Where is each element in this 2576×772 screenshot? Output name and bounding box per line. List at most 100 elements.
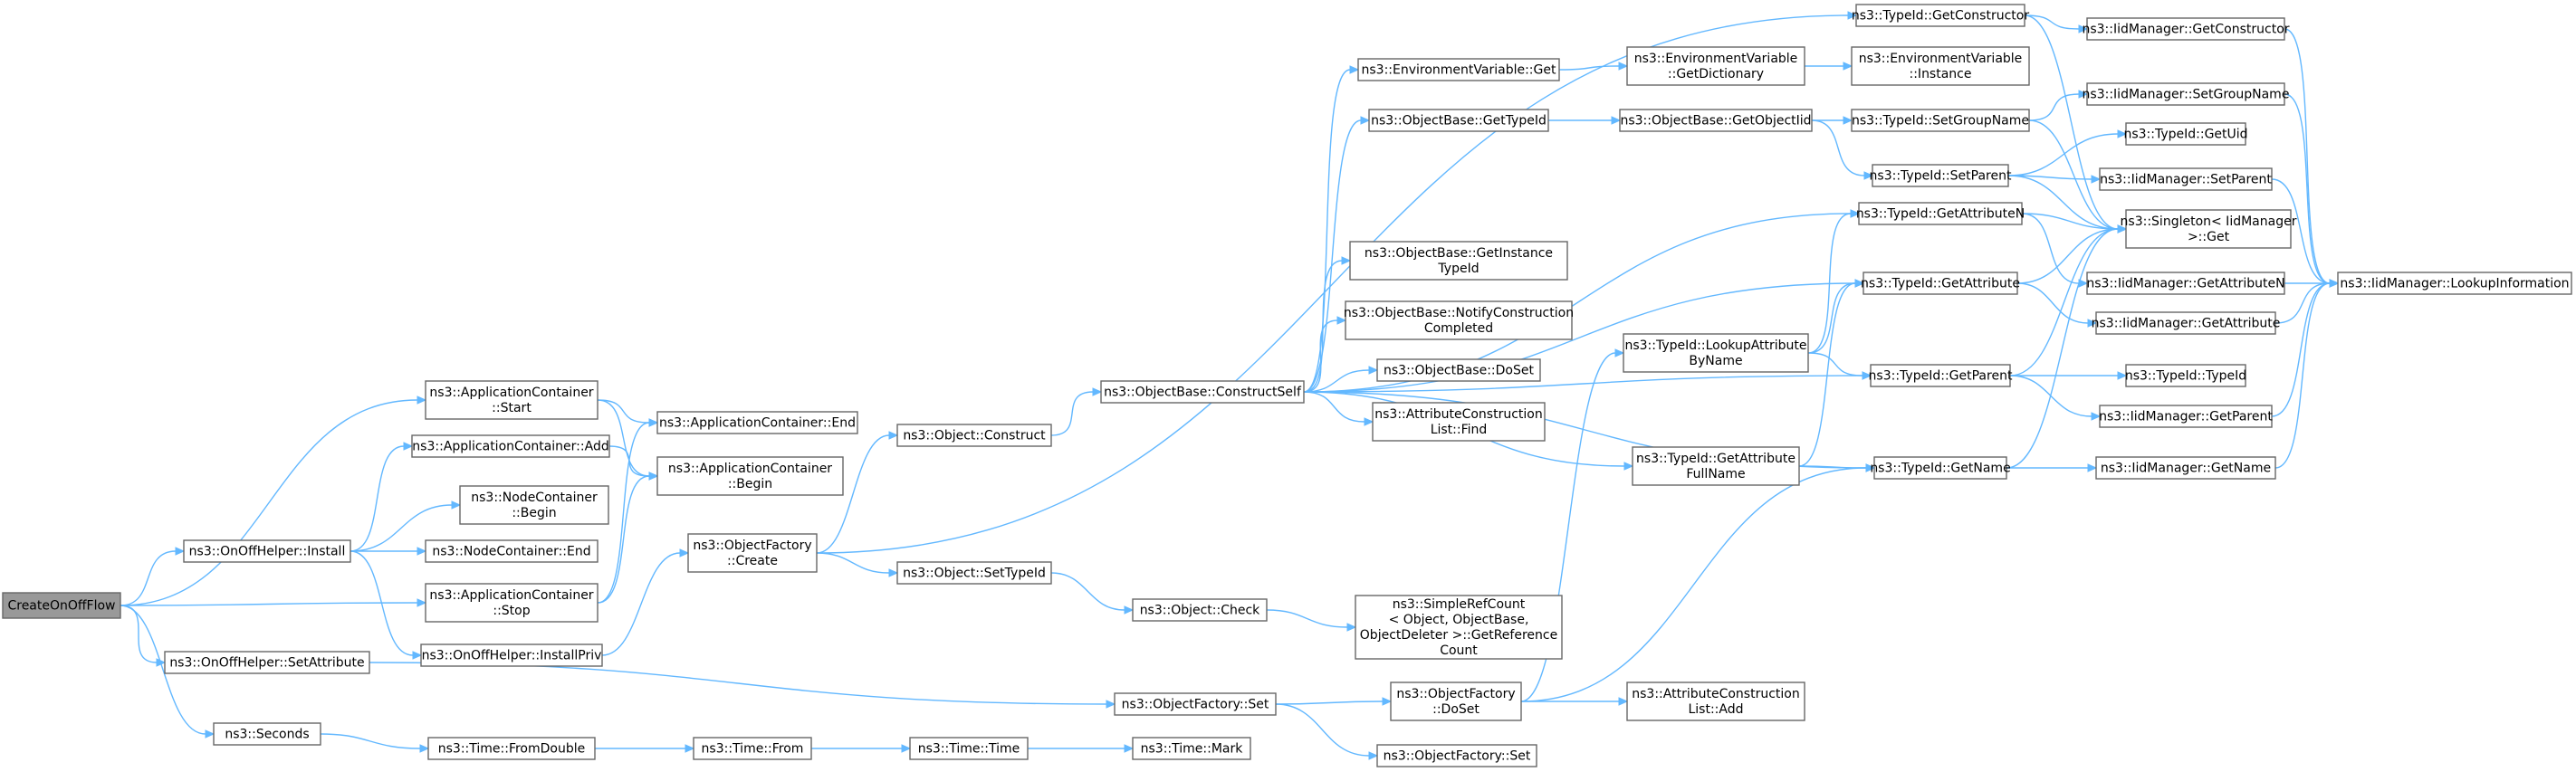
- node-box: [1390, 681, 1522, 721]
- node-ns3-object-settypeid[interactable]: ns3::Object::SetTypeId: [896, 561, 1052, 585]
- node-ns3-environmentvariable-getdictionary[interactable]: ns3::EnvironmentVariable::GetDictionary: [1626, 46, 1805, 86]
- edge-n39-to-n47: [2007, 175, 2092, 180]
- node-ns3-typeid-getparent[interactable]: ns3::TypeId::GetParent: [1869, 364, 2013, 387]
- node-ns3-typeid-typeid[interactable]: ns3::TypeId::TypeId: [2125, 364, 2246, 387]
- node-ns3-objectbase-gettypeid[interactable]: ns3::ObjectBase::GetTypeId: [1368, 109, 1549, 132]
- node-ns3-applicationcontainer-stop[interactable]: ns3::ApplicationContainer::Stop: [425, 583, 599, 623]
- node-label: ns3::Seconds: [225, 728, 309, 742]
- arrowhead: [888, 568, 899, 577]
- arrowhead: [205, 729, 215, 739]
- node-ns3-onoffhelper-installpriv[interactable]: ns3::OnOffHelper::InstallPriv: [420, 643, 603, 667]
- node-ns3-nodecontainer-begin[interactable]: ns3::NodeContainer::Begin: [459, 485, 609, 525]
- node-label: ns3::TypeId::GetAttribute: [1861, 277, 2020, 291]
- node-ns3-objectbase-constructself[interactable]: ns3::ObjectBase::ConstructSelf: [1100, 380, 1305, 404]
- node-box: [1357, 58, 1560, 81]
- edge-n37-to-n44: [2024, 14, 2080, 30]
- node-ns3-applicationcontainer-add[interactable]: ns3::ApplicationContainer::Add: [411, 434, 610, 458]
- node-ns3-typeid-getname[interactable]: ns3::TypeId::GetName: [1870, 456, 2011, 480]
- node-box: [2086, 17, 2285, 41]
- node-ns3-nodecontainer-end[interactable]: ns3::NodeContainer::End: [425, 539, 599, 563]
- node-ns3-object-check[interactable]: ns3::Object::Check: [1132, 598, 1268, 622]
- node-label: ns3::IidManager::LookupInformation: [2340, 277, 2569, 291]
- node-ns3-objectbase-doset[interactable]: ns3::ObjectBase::DoSet: [1376, 358, 1541, 382]
- arrowhead: [1382, 697, 1393, 706]
- node-label: ns3::IidManager::GetAttributeN: [2086, 277, 2284, 291]
- node-ns3-object-construct[interactable]: ns3::Object::Construct: [896, 424, 1052, 447]
- node-box: [693, 737, 812, 760]
- edge-n36-to-n43: [1798, 465, 1867, 469]
- node-createonoffflow[interactable]: CreateOnOffFlow: [2, 592, 121, 619]
- node-box: [896, 561, 1052, 585]
- node-label: ns3::ObjectBase::NotifyConstruction: [1344, 306, 1574, 320]
- node-ns3-time-from[interactable]: ns3::Time::From: [693, 737, 812, 760]
- node-ns3-iidmanager-getattributen[interactable]: ns3::IidManager::GetAttributeN: [2086, 272, 2285, 295]
- node-ns3-applicationcontainer-end[interactable]: ns3::ApplicationContainer::End: [656, 411, 858, 434]
- node-ns3-objectbase-notifyconstruction-completed[interactable]: ns3::ObjectBase::NotifyConstructionCompl…: [1344, 300, 1574, 340]
- node-label: ::Begin: [512, 506, 556, 520]
- edge-n53-to-n54: [2274, 282, 2331, 469]
- node-ns3-iidmanager-getconstructor[interactable]: ns3::IidManager::GetConstructor: [2082, 17, 2290, 41]
- node-ns3-typeid-setparent[interactable]: ns3::TypeId::SetParent: [1870, 164, 2012, 187]
- node-ns3-time-mark[interactable]: ns3::Time::Mark: [1132, 737, 1251, 760]
- node-label: ns3::Time::From: [702, 742, 804, 757]
- edge-n3-to-n2: [350, 445, 405, 552]
- arrowhead: [417, 598, 427, 607]
- node-label: ns3::TypeId::GetUid: [2123, 128, 2247, 142]
- node-ns3-onoffhelper-install[interactable]: ns3::OnOffHelper::Install: [183, 539, 351, 563]
- node-ns3-applicationcontainer-begin[interactable]: ns3::ApplicationContainer::Begin: [656, 456, 844, 496]
- node-ns3-time-fromdouble[interactable]: ns3::Time::FromDouble: [427, 737, 596, 760]
- node-ns3-objectfactory-doset[interactable]: ns3::ObjectFactory::DoSet: [1390, 681, 1522, 721]
- edge-n14-to-n16: [1050, 572, 1125, 611]
- node-ns3-simplerefcount-object-objectbase-objectdeleter-getreference-count[interactable]: ns3::SimpleRefCount< Object, ObjectBase,…: [1355, 595, 1563, 660]
- node-ns3-singleton-iidmanager-get[interactable]: ns3::Singleton< IidManager >::Get: [2121, 209, 2297, 249]
- edge-n3-to-n11: [350, 550, 414, 656]
- node-ns3-iidmanager-getparent[interactable]: ns3::IidManager::GetParent: [2099, 405, 2273, 428]
- node-box: [1368, 109, 1549, 132]
- node-ns3-iidmanager-setparent[interactable]: ns3::IidManager::SetParent: [2099, 167, 2273, 191]
- node-label: ns3::EnvironmentVariable::Get: [1362, 63, 1556, 78]
- node-ns3-seconds[interactable]: ns3::Seconds: [213, 722, 321, 746]
- node-label: ns3::TypeId::GetName: [1870, 462, 2010, 476]
- node-ns3-applicationcontainer-start[interactable]: ns3::ApplicationContainer::Start: [425, 380, 599, 420]
- node-ns3-iidmanager-getattribute[interactable]: ns3::IidManager::GetAttribute: [2092, 311, 2281, 335]
- node-ns3-objectfactory-set[interactable]: ns3::ObjectFactory::Set: [1376, 744, 1537, 767]
- node-box: [1626, 681, 1805, 721]
- node-box: [1626, 46, 1805, 86]
- arrowhead: [1618, 62, 1629, 71]
- arrowhead: [1847, 11, 1858, 20]
- node-box: [2086, 272, 2285, 295]
- node-ns3-objectbase-getobjectiid[interactable]: ns3::ObjectBase::GetObjectIid: [1619, 109, 1813, 132]
- node-ns3-environmentvariable-instance[interactable]: ns3::EnvironmentVariable::Instance: [1851, 46, 2030, 86]
- node-label: ns3::SimpleRefCount: [1393, 597, 1526, 612]
- node-ns3-environmentvariable-get[interactable]: ns3::EnvironmentVariable::Get: [1357, 58, 1560, 81]
- node-ns3-iidmanager-getname[interactable]: ns3::IidManager::GetName: [2095, 456, 2276, 480]
- node-ns3-onoffhelper-setattribute[interactable]: ns3::OnOffHelper::SetAttribute: [164, 651, 370, 674]
- node-ns3-typeid-getattributen[interactable]: ns3::TypeId::GetAttributeN: [1856, 202, 2025, 225]
- arrowhead: [1364, 417, 1374, 426]
- node-ns3-typeid-getconstructor[interactable]: ns3::TypeId::GetConstructor: [1852, 4, 2029, 27]
- node-ns3-typeid-getattribute[interactable]: ns3::TypeId::GetAttribute: [1861, 272, 2020, 295]
- node-ns3-iidmanager-setgroupname[interactable]: ns3::IidManager::SetGroupName: [2083, 82, 2290, 106]
- edge-n1-to-n8: [597, 399, 650, 477]
- node-ns3-objectfactory-set[interactable]: ns3::ObjectFactory::Set: [1114, 692, 1277, 716]
- node-label: ns3::ApplicationContainer: [429, 588, 593, 603]
- node-box: [1619, 109, 1813, 132]
- node-ns3-typeid-getuid[interactable]: ns3::TypeId::GetUid: [2123, 122, 2248, 146]
- node-label: ns3::Time::Time: [918, 742, 1020, 757]
- arrowhead: [412, 651, 423, 660]
- node-box: [2, 592, 121, 619]
- node-label: ns3::ApplicationContainer: [668, 462, 832, 476]
- node-label: ns3::ObjectFactory: [1396, 687, 1515, 701]
- node-box: [1870, 364, 2011, 387]
- edge-n35-to-n42: [1807, 352, 1863, 376]
- node-ns3-typeid-setgroupname[interactable]: ns3::TypeId::SetGroupName: [1851, 109, 2030, 132]
- node-ns3-objectfactory-create[interactable]: ns3::ObjectFactory::Create: [687, 533, 818, 573]
- node-ns3-time-time[interactable]: ns3::Time::Time: [909, 737, 1029, 760]
- node-ns3-iidmanager-lookupinformation[interactable]: ns3::IidManager::LookupInformation: [2337, 272, 2572, 295]
- node-label: ns3::OnOffHelper::Install: [189, 545, 346, 559]
